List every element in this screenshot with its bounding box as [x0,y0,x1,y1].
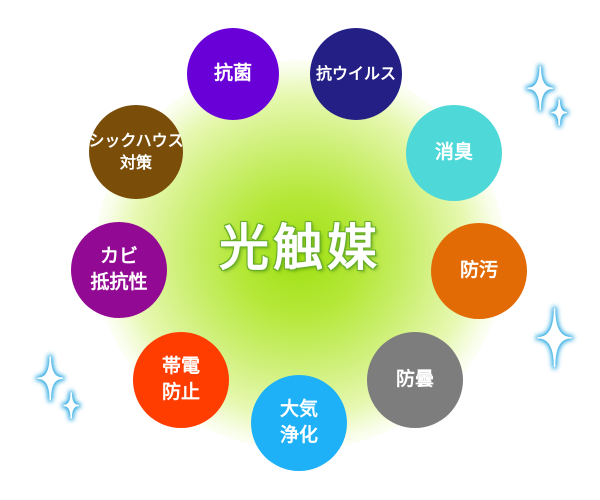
node-label: 抗ウイルス [315,64,396,84]
node-label: 浄化 [279,424,318,446]
node-antiviral: 抗ウイルス [310,28,402,120]
node-antifouling: 防汚 [431,223,527,319]
node-antistatic: 帯電防止 [133,332,229,428]
sparkle-icon [525,64,555,112]
node-air-purify: 大気浄化 [251,375,347,471]
sparkle-icon [535,306,575,370]
node-label: 消臭 [434,141,473,164]
sparkle-icon [549,97,569,127]
center-title: 光触媒 [219,219,381,277]
node-label: カビ [99,245,138,268]
node-antibacterial: 抗菌 [187,28,279,120]
node-label: 防止 [161,381,200,403]
node-sick-house: シックハウス対策 [88,105,184,199]
node-label: 防曇 [395,368,434,391]
node-label: 対策 [119,153,152,172]
node-label: 抗菌 [213,62,252,85]
node-deodorize: 消臭 [406,105,502,201]
node-label: 大気 [279,398,318,421]
node-mold-resistant: カビ抵抗性 [71,222,167,318]
sparkle-icon [61,390,81,420]
sparkle-icon [35,354,65,402]
node-label: 防汚 [459,259,498,282]
node-label: 抵抗性 [90,271,148,293]
node-label: シックハウス [88,131,184,151]
node-antifog: 防曇 [367,332,463,428]
node-label: 帯電 [161,355,200,378]
